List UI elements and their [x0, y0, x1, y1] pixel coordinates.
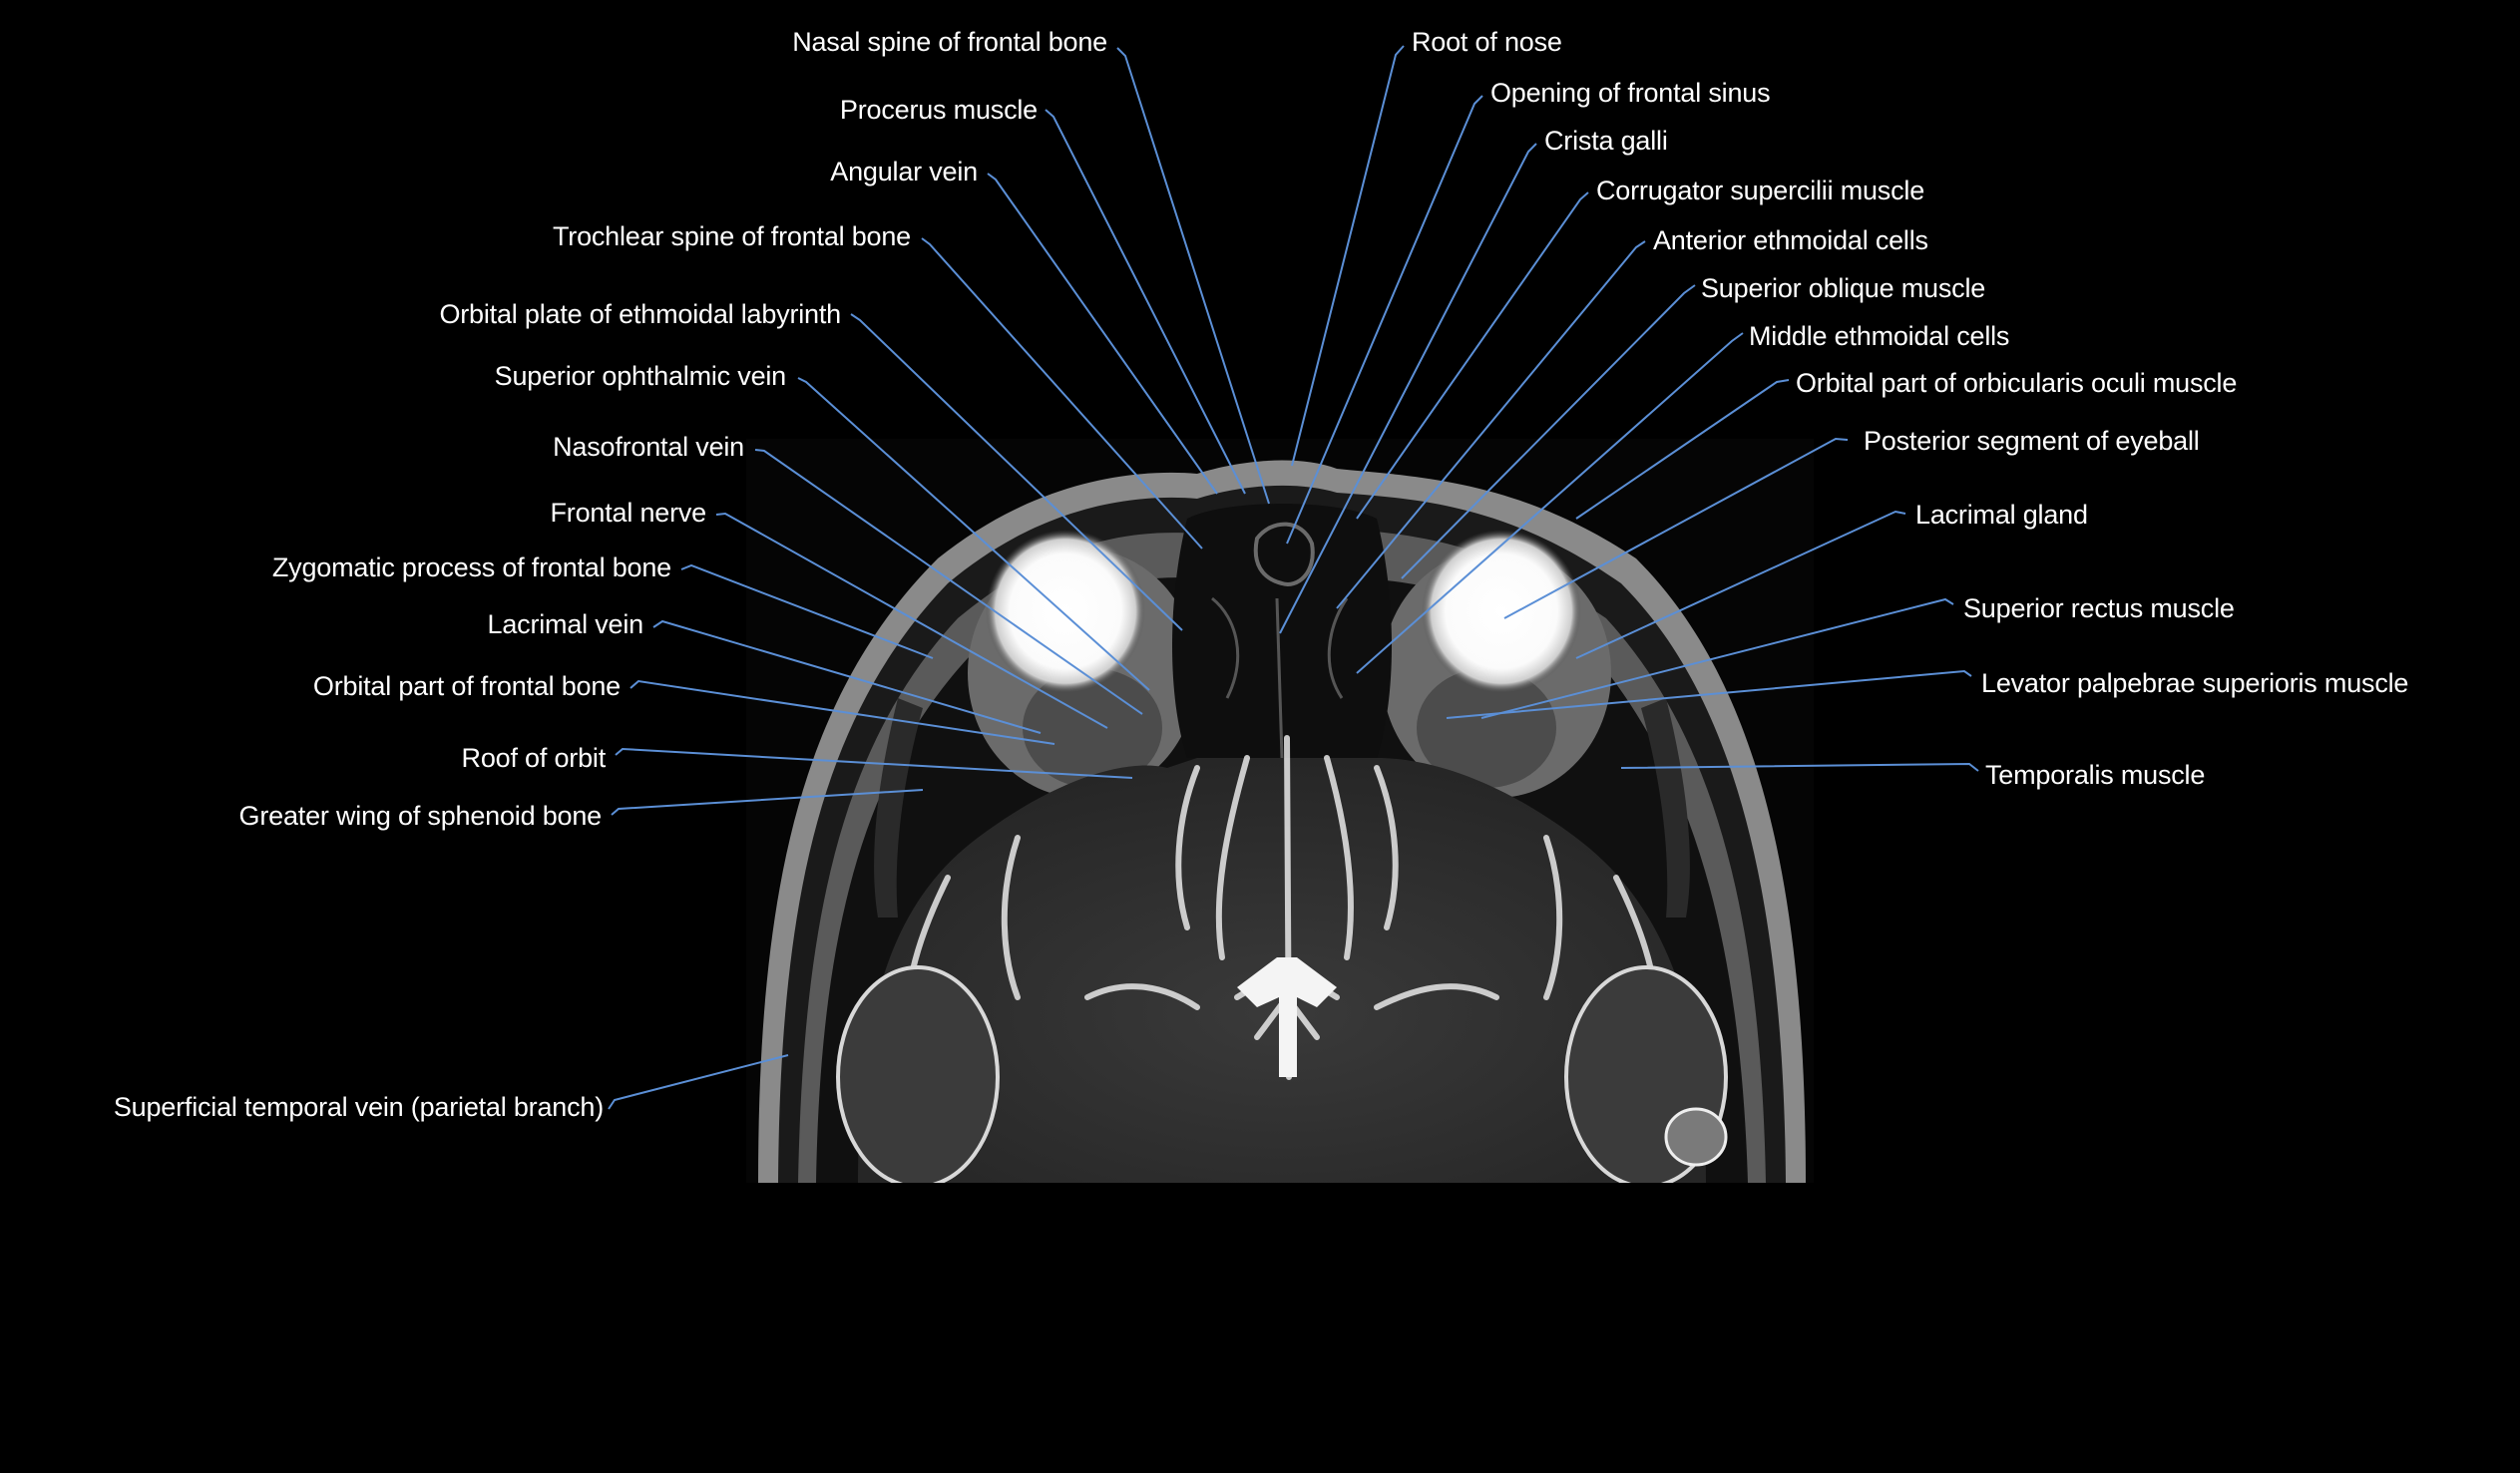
label-corrugator-supercilii-muscle: Corrugator supercilii muscle — [1596, 176, 1925, 205]
label-lacrimal-gland: Lacrimal gland — [1915, 500, 2088, 530]
label-root-of-nose: Root of nose — [1412, 27, 1562, 57]
label-greater-wing-of-sphenoid-bone: Greater wing of sphenoid bone — [238, 801, 603, 831]
label-trochlear-spine-of-frontal-bone: Trochlear spine of frontal bone — [552, 221, 911, 251]
label-zygomatic-process-of-frontal-bone: Zygomatic process of frontal bone — [271, 552, 671, 582]
label-crista-galli: Crista galli — [1544, 126, 1668, 156]
label-orbital-plate-of-ethmoidal-labyrinth: Orbital plate of ethmoidal labyrinth — [439, 299, 841, 329]
label-superior-rectus-muscle: Superior rectus muscle — [1963, 593, 2235, 623]
label-levator-palpebrae-superioris-muscle: Levator palpebrae superioris muscle — [1981, 668, 2409, 698]
mri-head-section — [746, 439, 1814, 1183]
label-posterior-segment-of-eyeball: Posterior segment of eyeball — [1864, 426, 2200, 456]
label-lacrimal-vein: Lacrimal vein — [487, 609, 644, 639]
label-superficial-temporal-vein-parietal-branch: Superficial temporal vein (parietal bran… — [113, 1092, 604, 1122]
label-angular-vein: Angular vein — [830, 157, 978, 186]
right-eyeball — [1422, 530, 1581, 693]
label-nasofrontal-vein: Nasofrontal vein — [553, 432, 744, 462]
left-eyeball — [986, 530, 1145, 693]
label-middle-ethmoidal-cells: Middle ethmoidal cells — [1749, 321, 2010, 351]
label-anterior-ethmoidal-cells: Anterior ethmoidal cells — [1653, 225, 1928, 255]
label-procerus-muscle: Procerus muscle — [839, 95, 1038, 125]
label-superior-ophthalmic-vein: Superior ophthalmic vein — [494, 361, 787, 391]
label-frontal-nerve: Frontal nerve — [550, 498, 707, 528]
label-opening-of-frontal-sinus: Opening of frontal sinus — [1490, 78, 1771, 108]
label-superior-oblique-muscle: Superior oblique muscle — [1701, 273, 1986, 303]
label-roof-of-orbit: Roof of orbit — [461, 743, 607, 773]
label-orbital-part-of-frontal-bone: Orbital part of frontal bone — [312, 671, 621, 701]
label-orbital-part-of-orbicularis-oculi-muscle: Orbital part of orbicularis oculi muscle — [1796, 368, 2238, 398]
label-temporalis-muscle: Temporalis muscle — [1985, 760, 2206, 790]
label-nasal-spine-of-frontal-bone: Nasal spine of frontal bone — [792, 27, 1107, 57]
